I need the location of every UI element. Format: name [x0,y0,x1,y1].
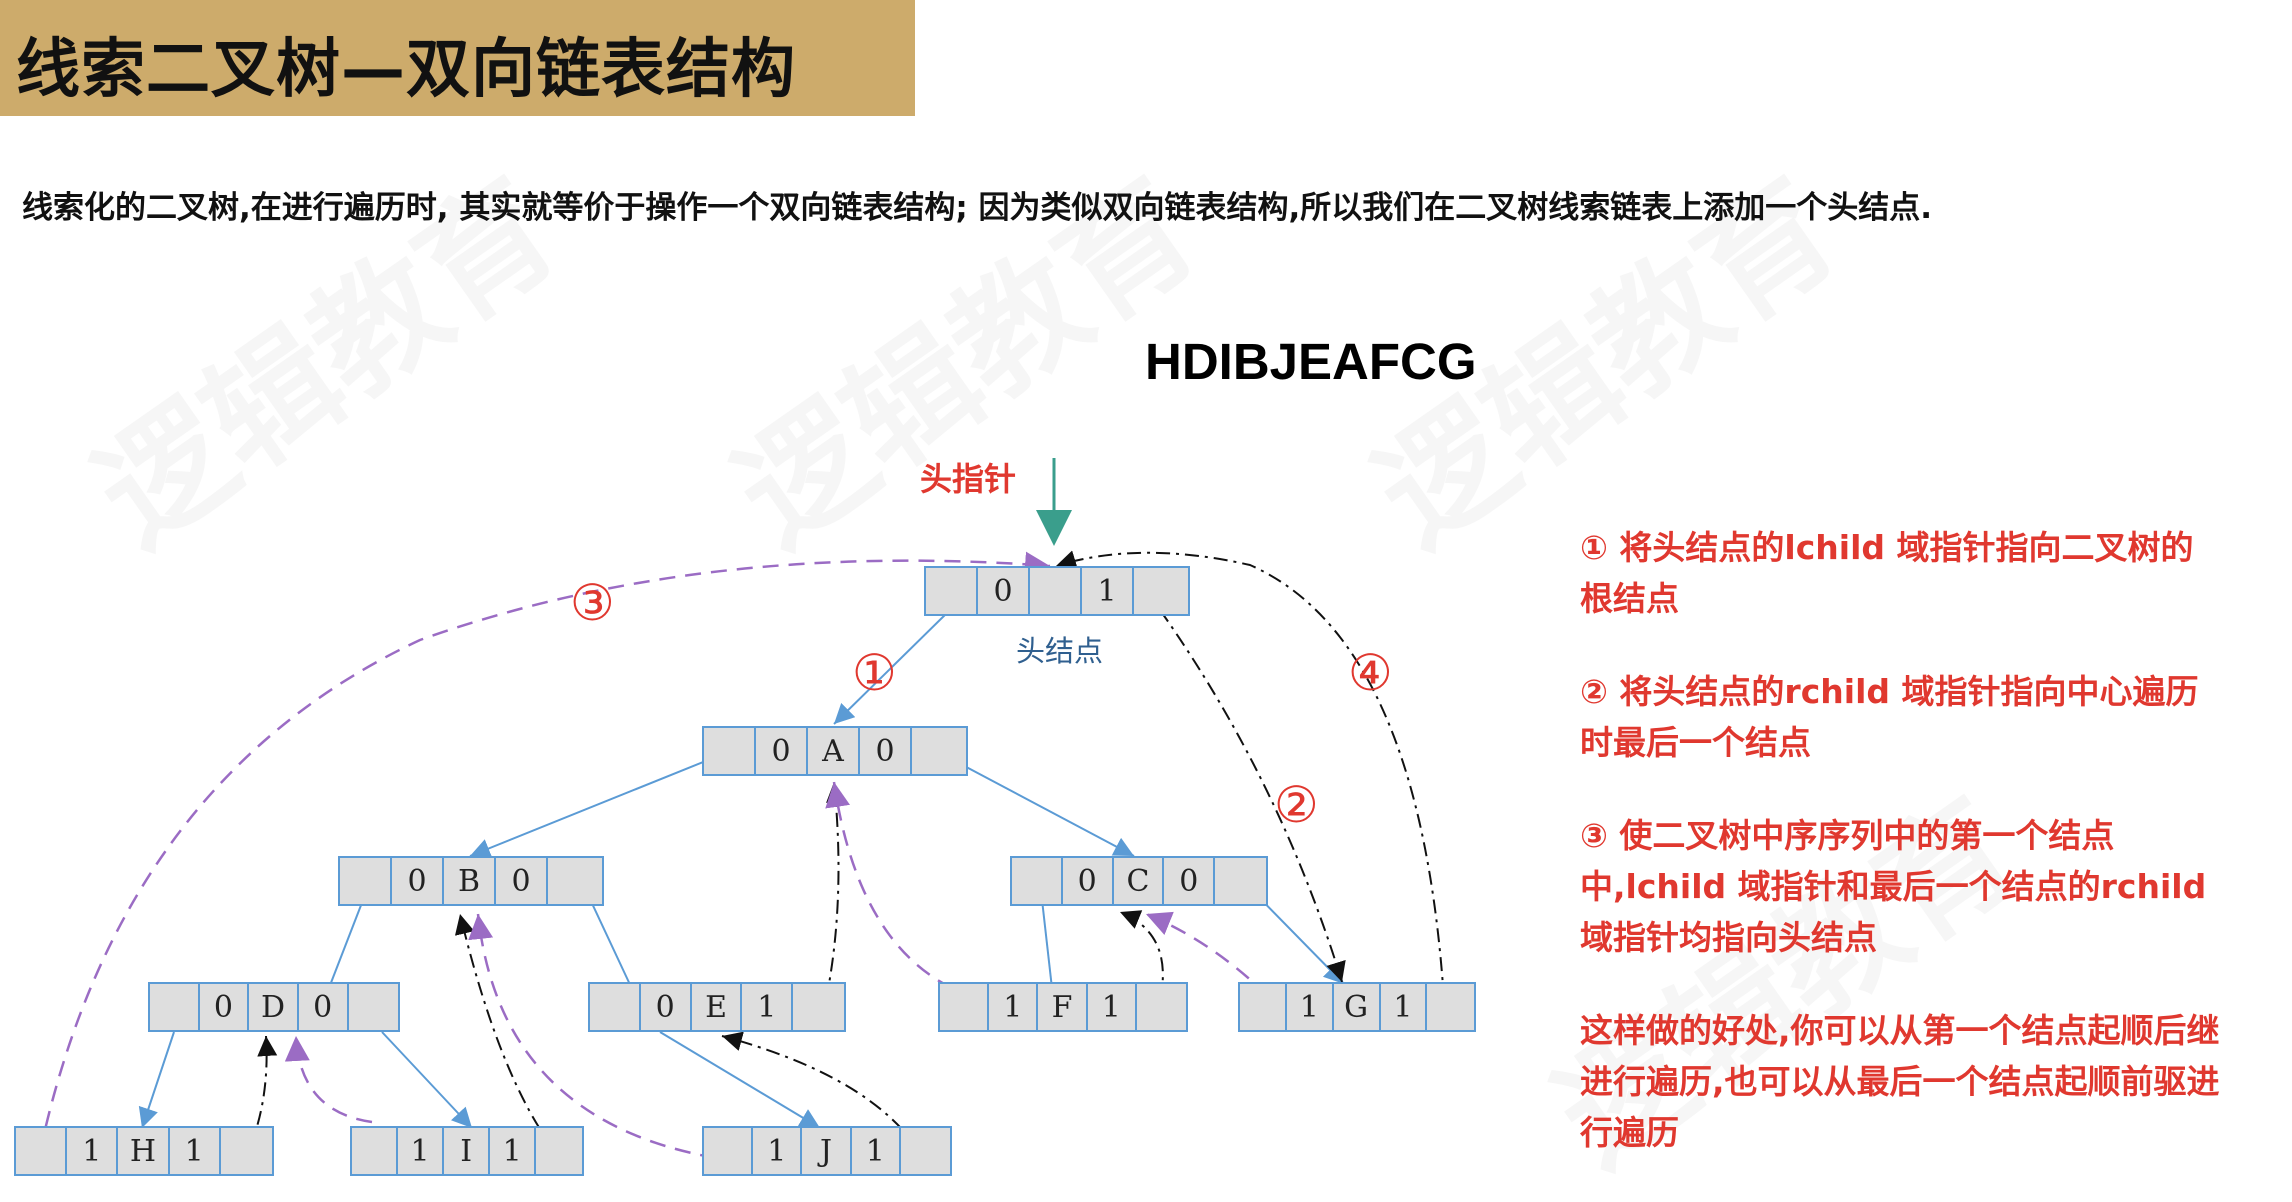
thread-head-to-g [1159,609,1346,983]
node-cell [150,984,200,1030]
node-e: 0 E 1 [588,982,846,1032]
node-cell: 0 [1164,858,1216,904]
edge-a-to-b [469,751,729,858]
node-cell [704,1128,754,1174]
thread-j-to-b [468,913,717,1160]
node-cell: 1 [1381,984,1428,1030]
note-3: ③ 使二叉树中序序列中的第一个结点中,lchild 域指针和最后一个结点的rch… [1580,816,2207,957]
node-cell [16,1128,68,1174]
node-cell [1427,984,1474,1030]
node-cell [352,1128,399,1174]
edge-d-to-h [138,1031,175,1129]
node-h: 1 H 1 [14,1126,274,1176]
title-bar: 线索二叉树—双向链表结构 [0,0,915,116]
node-d: 0 D 0 [148,982,400,1032]
node-cell [1012,858,1063,904]
edge-d-to-i [381,1031,473,1129]
inorder-sequence: HDIBJEAFCG [1145,333,1477,390]
node-head: 0 1 [924,566,1190,616]
node-cell: G [1334,984,1381,1030]
node-cell: 0 [496,858,548,904]
node-cell [1137,984,1186,1030]
node-cell: 0 [641,984,692,1030]
marker-2: ② [1274,776,1319,834]
node-cell: E [692,984,743,1030]
node-cell: 0 [299,984,349,1030]
node-cell: 0 [978,568,1030,614]
node-cell: 1 [1287,984,1334,1030]
node-cell: B [444,858,496,904]
intro-text: 线索化的二叉树,在进行遍历时, 其实就等价于操作一个双向链表结构; 因为类似双向… [22,190,1933,226]
node-i: 1 I 1 [350,1126,584,1176]
node-cell [1215,858,1266,904]
node-cell [704,728,756,774]
node-cell: D [249,984,299,1030]
node-cell: A [808,728,860,774]
node-cell: 1 [1088,984,1137,1030]
note-1: ① 将头结点的lchild 域指针指向二叉树的根结点 [1580,528,2194,618]
node-g: 1 G 1 [1238,982,1476,1032]
edge-e-to-j [659,1031,821,1129]
node-cell [349,984,399,1030]
node-cell [340,858,392,904]
node-cell: 1 [1082,568,1134,614]
node-cell: 1 [67,1128,119,1174]
node-cell [912,728,964,774]
marker-4: ④ [1348,644,1393,702]
head-node-caption: 头结点 [1016,634,1104,668]
node-cell: 1 [398,1128,445,1174]
node-cell: 1 [490,1128,537,1174]
node-cell: I [444,1128,491,1174]
node-cell: 0 [1063,858,1114,904]
thread-i-to-b [454,913,557,1153]
node-cell: 0 [200,984,250,1030]
thread-e-to-a [825,781,846,1001]
thread-h-to-head [38,551,1051,1153]
node-cell [1134,568,1186,614]
node-cell: 1 [852,1128,901,1174]
marker-3: ③ [570,574,615,632]
node-cell: 0 [392,858,444,904]
node-a: 0 A 0 [702,726,968,776]
node-cell [901,1128,950,1174]
node-cell: 0 [860,728,912,774]
explanation-notes: ① 将头结点的lchild 域指针指向二叉树的根结点 ② 将头结点的rchild… [1580,522,2220,1200]
node-b: 0 B 0 [338,856,604,906]
node-c: 0 C 0 [1010,856,1268,906]
thread-i-to-d [284,1035,373,1124]
node-cell [793,984,844,1030]
node-cell [590,984,641,1030]
node-cell [1030,568,1082,614]
edge-head-to-a [833,609,951,725]
thread-f-to-a [825,781,977,1000]
node-cell [221,1128,272,1174]
note-4: 这样做的好处,你可以从第一个结点起顺后继进行遍历,也可以从最后一个结点起顺前驱进… [1580,1011,2220,1152]
node-cell [926,568,978,614]
node-cell [548,858,600,904]
node-cell: H [118,1128,170,1174]
node-cell: 1 [170,1128,221,1174]
head-pointer-label: 头指针 [920,460,1017,498]
edge-a-to-c [937,751,1135,857]
node-cell: 1 [753,1128,803,1174]
node-cell: C [1114,858,1165,904]
note-2: ② 将头结点的rchild 域指针指向中心遍历时最后一个结点 [1580,672,2199,762]
marker-1: ① [852,644,897,702]
node-cell: 0 [756,728,808,774]
node-cell: J [802,1128,852,1174]
node-cell [1240,984,1287,1030]
page-title: 线索二叉树—双向链表结构 [16,33,796,107]
node-cell: 1 [989,984,1039,1030]
node-f: 1 F 1 [938,982,1188,1032]
thread-g-to-head [1055,550,1445,1001]
node-cell [940,984,990,1030]
node-cell: F [1038,984,1088,1030]
node-cell: 1 [742,984,794,1030]
node-j: 1 J 1 [702,1126,952,1176]
node-cell [536,1128,582,1174]
thread-g-to-c [1145,911,1269,997]
